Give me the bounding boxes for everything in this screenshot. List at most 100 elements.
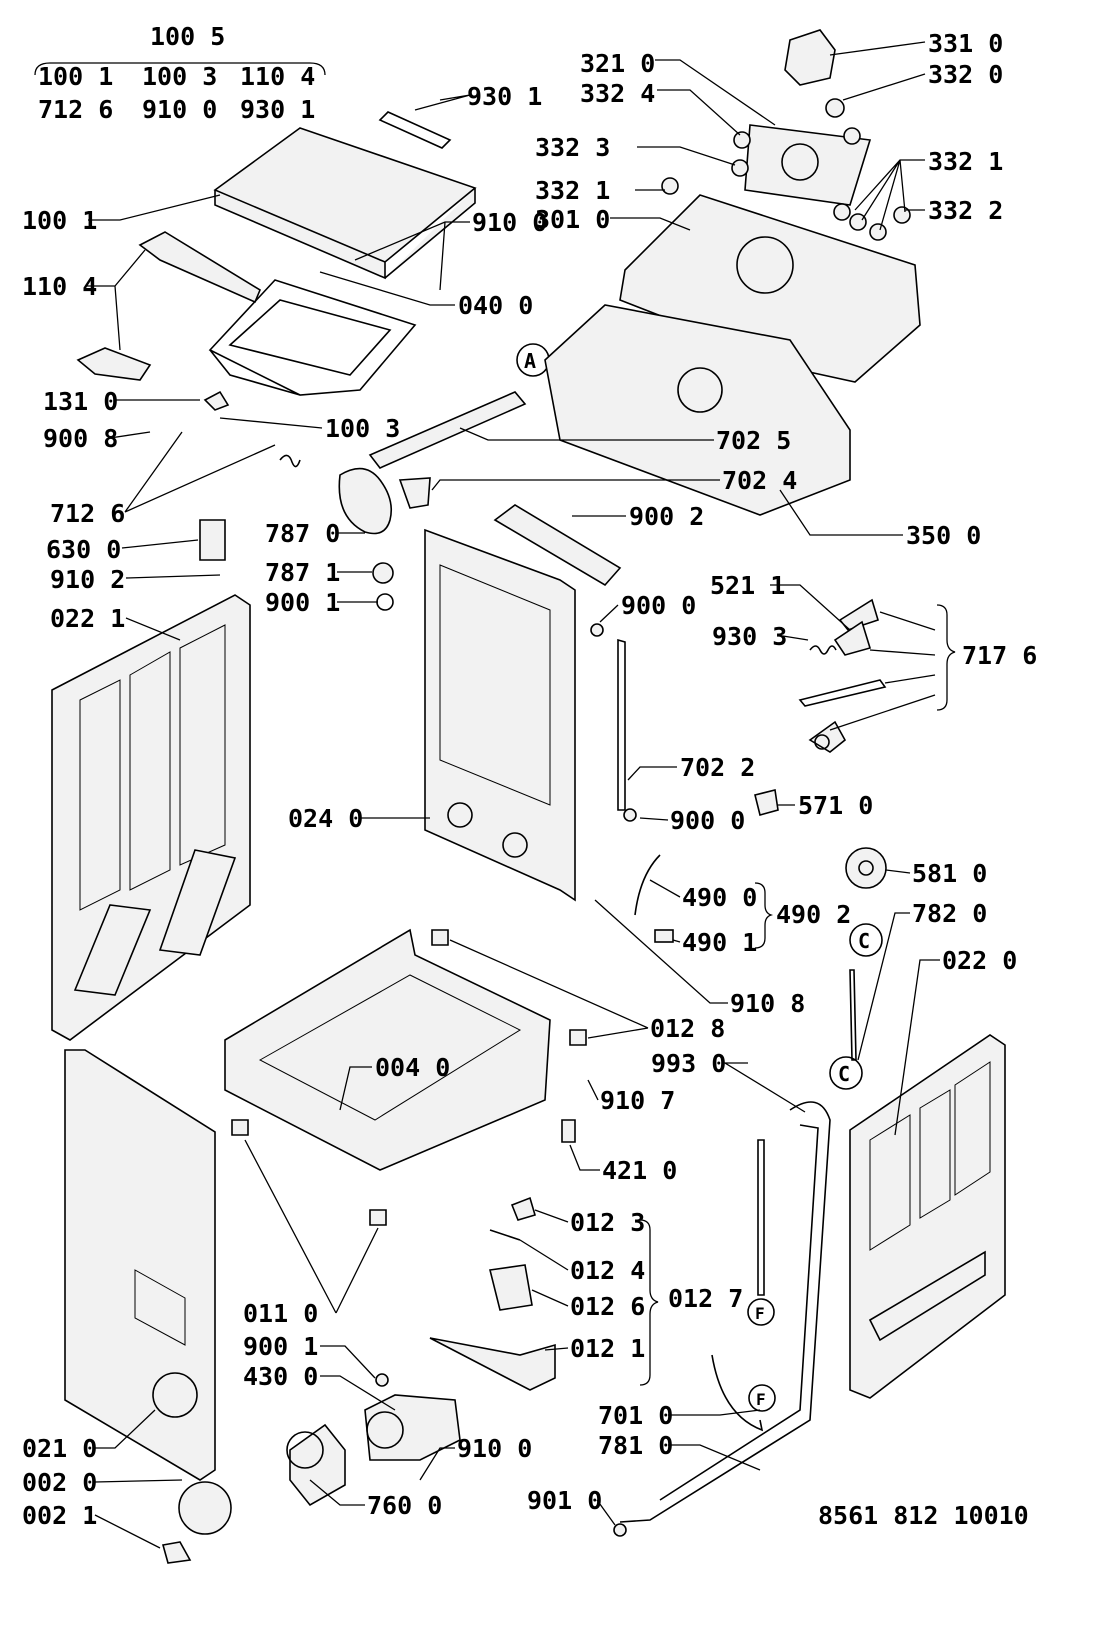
part-label: 331 0 bbox=[928, 29, 1003, 58]
cable-part bbox=[634, 854, 661, 916]
part-label: 012 3 bbox=[570, 1208, 645, 1237]
leader bbox=[319, 271, 455, 306]
leader bbox=[885, 869, 911, 874]
pulley-hub bbox=[858, 860, 874, 876]
dispenser-small-part bbox=[76, 347, 152, 381]
kit-item: 110 4 bbox=[240, 62, 315, 91]
rear-port bbox=[502, 832, 528, 858]
leader bbox=[569, 1144, 600, 1171]
part-label: 910 8 bbox=[730, 989, 805, 1018]
button-cap bbox=[843, 127, 861, 145]
hose-icon bbox=[617, 638, 626, 811]
part-label: 332 2 bbox=[928, 196, 1003, 225]
leader bbox=[672, 939, 681, 943]
leader bbox=[854, 159, 925, 231]
filter-cap bbox=[372, 562, 394, 584]
leader bbox=[534, 1209, 569, 1223]
rear-panel bbox=[424, 528, 576, 902]
part-label: 910 0 bbox=[457, 1434, 532, 1463]
marker-f2-circle bbox=[748, 1384, 776, 1412]
sensor-part bbox=[510, 1196, 536, 1221]
marker-c: C bbox=[838, 1062, 850, 1086]
right-side-panel bbox=[849, 1034, 1006, 1399]
cable-clip bbox=[654, 929, 674, 943]
leader bbox=[414, 94, 471, 111]
part-label: 900 2 bbox=[629, 502, 704, 531]
leader bbox=[431, 479, 720, 491]
marker-f: F bbox=[756, 1390, 766, 1409]
leader bbox=[639, 817, 669, 821]
part-label: 421 0 bbox=[602, 1156, 677, 1185]
part-label: 490 2 bbox=[776, 900, 851, 929]
button-cap bbox=[661, 177, 679, 195]
part-label: 012 8 bbox=[650, 1014, 725, 1043]
part-label: 021 0 bbox=[22, 1434, 97, 1463]
leader bbox=[88, 194, 221, 221]
part-label: 712 6 bbox=[50, 499, 125, 528]
pipe-part bbox=[368, 391, 527, 469]
part-label: 332 1 bbox=[535, 176, 610, 205]
leader bbox=[109, 431, 151, 439]
leader bbox=[354, 221, 470, 291]
top-lid bbox=[213, 127, 477, 280]
part-label: 332 0 bbox=[928, 60, 1003, 89]
hinge-part bbox=[203, 390, 230, 411]
leader bbox=[599, 604, 619, 623]
bellows-part bbox=[338, 467, 393, 535]
part-label: 930 1 bbox=[467, 82, 542, 111]
part-label: 900 0 bbox=[670, 806, 745, 835]
part-label: 521 1 bbox=[710, 571, 785, 600]
part-label: 630 0 bbox=[46, 535, 121, 564]
leader bbox=[829, 41, 926, 56]
part-label: 490 0 bbox=[682, 883, 757, 912]
part-labels: 100 5 100 1 100 3 110 4 712 6 910 0 930 … bbox=[22, 22, 1037, 1530]
leader bbox=[121, 539, 199, 549]
part-label: 332 1 bbox=[928, 147, 1003, 176]
front-panel-port bbox=[152, 1372, 198, 1418]
kit-brace bbox=[34, 62, 326, 76]
part-label: 321 0 bbox=[580, 49, 655, 78]
part-label: 131 0 bbox=[43, 387, 118, 416]
clamp-ring bbox=[376, 593, 394, 611]
leader bbox=[339, 1066, 372, 1111]
leader bbox=[219, 417, 323, 429]
rear-port bbox=[447, 802, 473, 828]
part-label: 332 4 bbox=[580, 79, 655, 108]
leader bbox=[419, 1447, 455, 1481]
kit-item: 712 6 bbox=[38, 95, 113, 124]
pump-inlet bbox=[366, 1411, 404, 1449]
button-cap-icon bbox=[825, 98, 845, 118]
filter-ring bbox=[286, 1431, 324, 1469]
leader bbox=[125, 617, 181, 641]
bracket-part bbox=[493, 504, 622, 587]
small-block bbox=[199, 519, 226, 561]
program-dial bbox=[781, 143, 819, 181]
control-knob-icon bbox=[784, 29, 836, 86]
leader bbox=[894, 959, 940, 1136]
part-label: 024 0 bbox=[288, 804, 363, 833]
part-label: 100 1 bbox=[22, 206, 97, 235]
leader bbox=[94, 1479, 183, 1483]
button-cap bbox=[733, 131, 751, 149]
part-label: 910 7 bbox=[600, 1086, 675, 1115]
button-cap bbox=[833, 203, 851, 221]
leader bbox=[637, 146, 736, 166]
filter-cover bbox=[178, 1481, 232, 1535]
leader bbox=[594, 899, 728, 1004]
capacitor-part bbox=[561, 1119, 576, 1143]
switch-bracket bbox=[833, 620, 872, 656]
console-housing bbox=[619, 194, 921, 383]
base-frame-inner bbox=[258, 974, 522, 1121]
part-label: 022 1 bbox=[50, 604, 125, 633]
leader bbox=[722, 1062, 806, 1113]
inlet-hose bbox=[711, 1354, 764, 1432]
leader bbox=[449, 939, 649, 1039]
kit-item: 100 1 bbox=[38, 62, 113, 91]
foot-icon bbox=[569, 1029, 587, 1046]
base-frame bbox=[224, 928, 551, 1171]
leader bbox=[829, 611, 936, 731]
foot-icon bbox=[369, 1209, 387, 1226]
foot-icon bbox=[431, 929, 449, 946]
front-panel-cutout bbox=[134, 1269, 186, 1346]
